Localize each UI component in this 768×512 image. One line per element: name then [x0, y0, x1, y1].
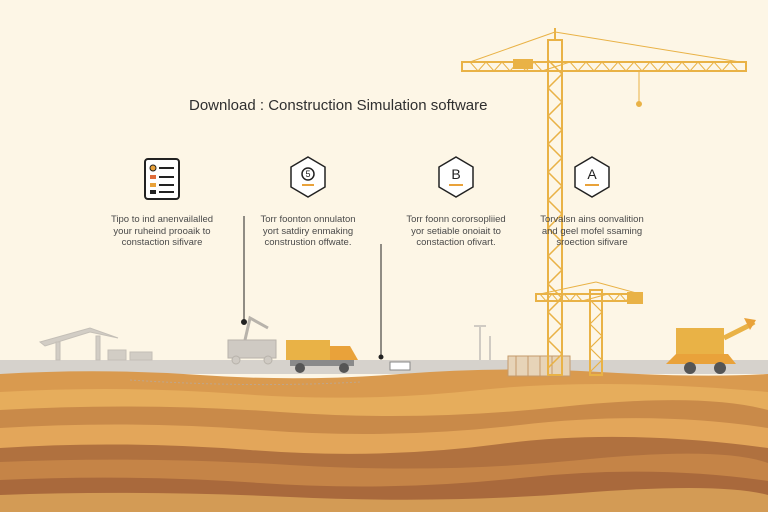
hexagon-letter-icon: B — [438, 156, 474, 198]
hexagon-number-icon: 5 — [290, 156, 326, 198]
ground-line — [0, 360, 768, 374]
document-checklist-icon — [144, 158, 180, 200]
small-sign — [389, 361, 411, 371]
soil-layers — [0, 369, 768, 512]
turbine-silhouettes — [474, 325, 491, 360]
port-crane-silhouette — [38, 327, 153, 361]
excavator-silhouette — [227, 315, 277, 365]
hexagon-letter-icon: A — [574, 156, 610, 198]
site-fence — [507, 355, 571, 377]
svg-text:5: 5 — [305, 169, 310, 179]
step-4-caption: Torvalsn ains oonvalition and geel mofel… — [540, 214, 644, 248]
step-3-caption: Torr foonn cororsopliied yor setiable on… — [406, 214, 506, 248]
step-2-caption: Torr foonton onnulaton yort satdiry enma… — [260, 214, 356, 248]
dump-truck — [286, 340, 358, 373]
small-crane — [535, 281, 643, 376]
loader-vehicle — [666, 318, 756, 374]
svg-text:B: B — [451, 166, 460, 182]
step-1-caption: Tipo to ind anenvailalled your ruheind p… — [110, 214, 214, 248]
page-title: Download : Construction Simulation softw… — [189, 97, 488, 114]
connector-pins — [241, 216, 384, 360]
tower-crane — [461, 28, 747, 376]
svg-text:A: A — [587, 166, 597, 182]
